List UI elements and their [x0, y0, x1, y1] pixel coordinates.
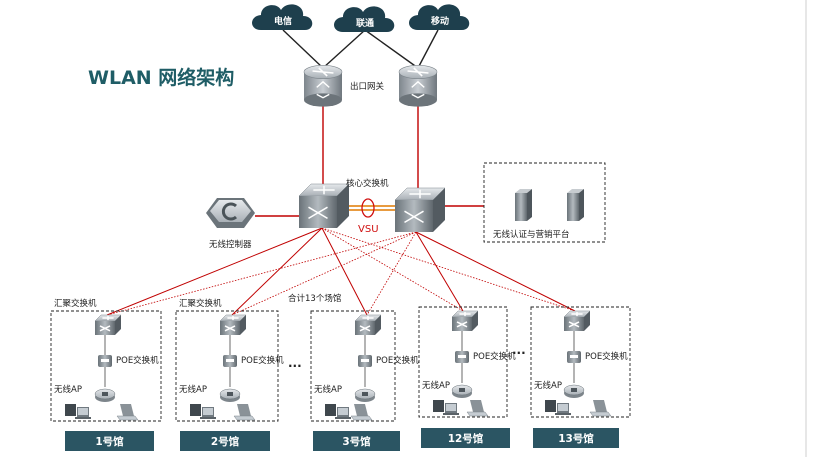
- ap-label: 无线AP: [314, 384, 342, 395]
- uplinks: [255, 105, 484, 217]
- cloud-icon: [334, 6, 395, 32]
- poe-switch-icon: [358, 355, 372, 367]
- branch-box: [310, 310, 396, 422]
- aggregation-switch-icon: [563, 310, 591, 331]
- access-point-icon: [354, 388, 376, 402]
- diagram-title: WLAN 网络架构: [88, 66, 234, 89]
- building-label: 3号馆: [342, 435, 371, 448]
- cloud-label: 联通: [356, 17, 374, 29]
- controller-icon: [206, 198, 255, 228]
- access-point-icon: [94, 388, 116, 402]
- aggregation-switch-label: 汇聚交换机: [54, 298, 97, 309]
- vsu-label: VSU: [358, 224, 379, 235]
- gateway-router-icon: [303, 65, 343, 107]
- aggregation-switch-label: 汇聚交换机: [179, 298, 222, 309]
- poe-switch-icon: [455, 351, 469, 363]
- gateway-routers: [303, 65, 438, 107]
- cloud-icon: [252, 4, 313, 30]
- client-devices-icon: [433, 400, 489, 417]
- access-point-icon: [563, 384, 585, 398]
- gateway-router-icon: [398, 65, 438, 107]
- ellipsis-right: ...: [512, 343, 526, 357]
- poe-switch-label: POE交换机: [376, 355, 419, 366]
- isp-links: [282, 29, 439, 69]
- poe-switch-icon: [567, 351, 581, 363]
- aggregation-switch-icon: [451, 310, 479, 331]
- poe-switch-label: POE交换机: [241, 355, 284, 366]
- cloud-label: 移动: [431, 15, 449, 27]
- building-label: 13号馆: [558, 432, 594, 445]
- auth-platform-box: [483, 162, 606, 243]
- branch-box: [175, 310, 279, 422]
- building-label: 2号馆: [211, 435, 240, 448]
- vsu-link: [346, 198, 396, 218]
- poe-switch-label: POE交换机: [116, 355, 159, 366]
- core-label: 核心交换机: [346, 178, 389, 189]
- branch-box: [50, 310, 162, 422]
- ap-label: 无线AP: [54, 384, 82, 395]
- poe-switch-label: POE交换机: [585, 351, 628, 362]
- building-label-bg: [65, 431, 154, 451]
- ap-label: 无线AP: [422, 380, 450, 391]
- aggregation-switch-icon: [219, 314, 247, 335]
- poe-switch-icon: [98, 355, 112, 367]
- building-label: 12号馆: [448, 432, 484, 445]
- cloud-label: 电信: [274, 15, 292, 27]
- core-switch-icon: [394, 187, 446, 232]
- building-label: 1号馆: [95, 435, 124, 448]
- client-devices-icon: [325, 404, 373, 421]
- building-label-bg: [533, 428, 619, 448]
- ap-label: 无线AP: [179, 384, 207, 395]
- client-devices-icon: [545, 400, 612, 417]
- core-switches: [298, 183, 446, 232]
- aggregation-switch-icon: [94, 314, 122, 335]
- cloud-icon: [409, 4, 470, 30]
- building-label-bg: [421, 428, 510, 448]
- isp-clouds: 电信 联通 移动: [252, 4, 470, 32]
- controller-label: 无线控制器: [209, 239, 252, 250]
- total-label: 合计13个场馆: [288, 293, 341, 304]
- ellipsis-left: ...: [288, 356, 302, 370]
- branch-box: [530, 306, 631, 418]
- branch-links: [106, 227, 576, 316]
- client-devices-icon: [65, 404, 139, 421]
- client-devices-icon: [190, 404, 256, 421]
- poe-switch-icon: [223, 355, 237, 367]
- branch-box: [418, 306, 508, 418]
- auth-label: 无线认证与营销平台: [493, 229, 570, 240]
- gateway-label: 出口网关: [350, 81, 385, 92]
- core-switch-icon: [298, 183, 350, 228]
- building-label-bg: [180, 431, 270, 451]
- server-icon: [515, 189, 584, 221]
- access-point-icon: [451, 384, 473, 398]
- building-label-bg: [313, 431, 400, 451]
- branch-groups: POE交换机无线AP汇聚交换机1号馆POE交换机无线AP汇聚交换机2号馆POE交…: [50, 298, 631, 451]
- poe-switch-label: POE交换机: [473, 351, 516, 362]
- access-point-icon: [219, 388, 241, 402]
- ap-label: 无线AP: [534, 380, 562, 391]
- aggregation-switch-icon: [354, 314, 382, 335]
